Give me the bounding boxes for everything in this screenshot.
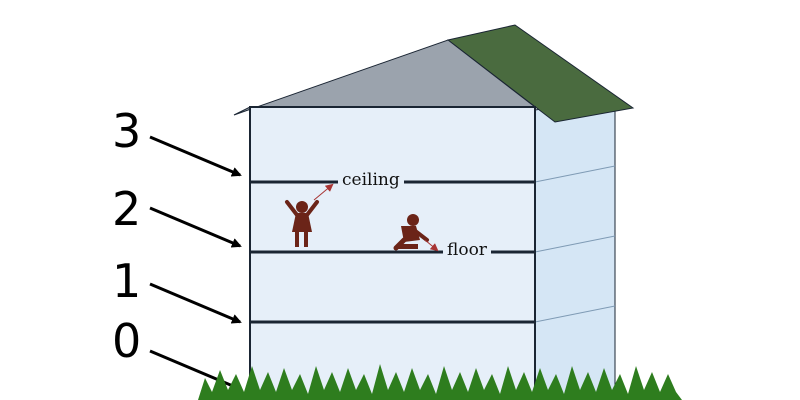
side-wall-line [534, 165, 616, 183]
house-side-wall [534, 97, 616, 400]
level-label-2: 2 [112, 182, 142, 236]
level-2-arrow [149, 206, 242, 248]
grass [198, 364, 682, 400]
level-label-1: 1 [112, 254, 142, 308]
floor-label: floor [443, 242, 491, 259]
ceiling-label: ceiling [338, 172, 404, 189]
level-3-arrow [149, 135, 242, 177]
ceiling-pointer-arrow [313, 183, 334, 201]
level-label-3: 3 [112, 104, 142, 158]
kneeling-person-icon [393, 214, 429, 251]
level-1-arrow [149, 282, 242, 324]
standing-person-icon [285, 200, 319, 247]
level-label-0: 0 [112, 314, 142, 368]
level-0-arrow [149, 349, 242, 391]
floor-pointer-arrow [424, 239, 439, 252]
side-wall-line [534, 235, 616, 253]
side-wall-line [534, 305, 616, 323]
